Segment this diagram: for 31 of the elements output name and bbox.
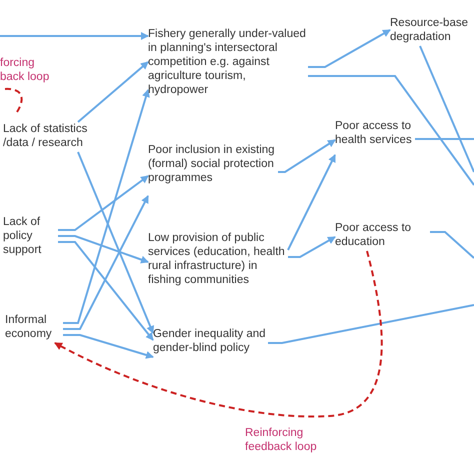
node-text: Poor access to health services — [335, 119, 415, 147]
connector-line — [268, 304, 474, 344]
node-text: Gender inequality and gender-blind policy — [153, 327, 268, 355]
arrow — [0, 32, 149, 40]
node-text: Fishery generally under-valued in planning's intersectoral competition e.g. against agriculture tourism, hydropower — [148, 27, 308, 97]
node-text: Resource-base degradation — [390, 16, 474, 44]
connector-line — [308, 75, 474, 186]
arrow — [288, 236, 336, 258]
loop-label: forcing back loop — [0, 56, 50, 84]
node-text: Lack of policy support — [3, 215, 58, 257]
connector-line — [430, 231, 474, 259]
arrow — [63, 89, 150, 324]
node-text: Informal economy — [5, 313, 63, 341]
connector-line — [419, 46, 474, 172]
node-text: Poor inclusion in existing (formal) social protection programmes — [148, 143, 278, 185]
arrow — [308, 29, 391, 68]
node-text: Low provision of public services (education, health rural infrastructure) in fishing communities — [148, 231, 288, 287]
arrow — [63, 334, 154, 359]
arrow — [63, 195, 149, 330]
node-text: Poor access to education — [335, 221, 430, 249]
arrow — [58, 175, 149, 231]
arrow — [58, 241, 154, 341]
connector-line — [415, 138, 474, 140]
node-text: Lack of statistics /data / research — [3, 122, 103, 150]
arrow — [287, 154, 336, 250]
arrow — [278, 139, 336, 173]
arrow — [54, 250, 383, 418]
arrow — [77, 61, 149, 123]
edge-label: Reinforcing feedback loop — [245, 426, 318, 454]
arrow — [58, 235, 149, 264]
arrow — [77, 152, 154, 334]
